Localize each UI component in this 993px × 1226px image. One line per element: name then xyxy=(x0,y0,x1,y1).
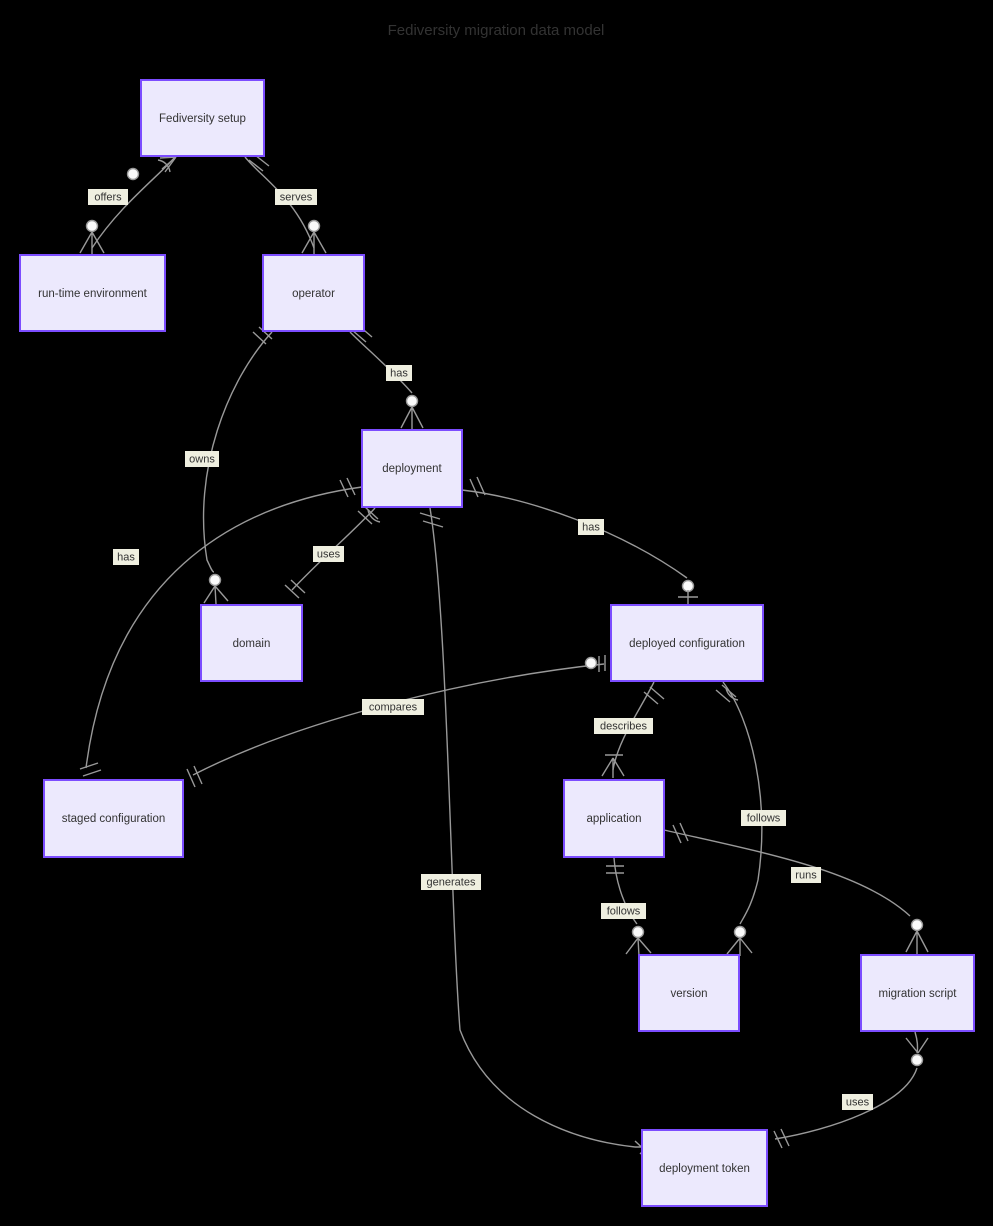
rel-label-runs: runs xyxy=(791,867,821,883)
edge-offers xyxy=(79,156,177,254)
edge-uses-migrationscript-token xyxy=(773,1031,929,1149)
rel-label-has-2: has xyxy=(113,549,139,565)
entity-domain[interactable]: domain xyxy=(200,604,303,682)
edge-runs xyxy=(663,822,929,954)
rel-label-has-1: has xyxy=(386,365,412,381)
entity-deployed-configuration[interactable]: deployed configuration xyxy=(610,604,764,682)
entity-label-version: version xyxy=(670,988,707,1000)
entity-label-application: application xyxy=(587,813,642,825)
rel-label-text-uses: uses xyxy=(317,548,341,560)
edge-has-deployment-staged xyxy=(79,477,363,777)
rel-label-text-describes: describes xyxy=(600,720,648,732)
edge-follows-application-version xyxy=(606,857,652,957)
entity-label-domain: domain xyxy=(233,638,271,650)
edge-has-deployment-deployedconfig xyxy=(461,476,698,604)
entity-deployment-token[interactable]: deployment token xyxy=(641,1129,768,1207)
rel-label-generates: generates xyxy=(421,874,481,890)
rel-label-text-serves: serves xyxy=(280,191,313,203)
entity-label-run-time-environment: run-time environment xyxy=(38,288,147,300)
entity-label-staged-configuration: staged configuration xyxy=(62,813,166,825)
entity-label-deployment-token: deployment token xyxy=(659,1163,750,1175)
entity-deployment[interactable]: deployment xyxy=(361,429,463,508)
rel-label-compares: compares xyxy=(362,699,424,715)
rel-label-offers: offers xyxy=(88,189,128,205)
edge-owns xyxy=(202,326,273,605)
rel-label-text-owns: owns xyxy=(189,453,215,465)
rel-label-has-3: has xyxy=(578,519,604,535)
entity-version[interactable]: version xyxy=(638,954,740,1032)
edge-follows-deployedconfig-version xyxy=(715,681,763,956)
entity-staged-configuration[interactable]: staged configuration xyxy=(43,779,184,858)
relationship-labels-layer: offers serves has owns has uses xyxy=(88,189,873,1110)
rel-label-follows-1: follows xyxy=(741,810,786,826)
rel-label-text-follows-1: follows xyxy=(747,812,781,824)
entity-operator[interactable]: operator xyxy=(262,254,365,332)
rel-label-text-generates: generates xyxy=(427,876,476,888)
entity-fediversity-setup[interactable]: Fediversity setup xyxy=(140,79,265,157)
entity-boxes-layer: Fediversity setup run-time environment o… xyxy=(19,79,975,1207)
rel-label-owns: owns xyxy=(185,451,219,467)
rel-label-text-has-1: has xyxy=(390,367,408,379)
entity-label-migration-script: migration script xyxy=(879,988,958,1000)
entity-label-deployment: deployment xyxy=(382,463,442,475)
rel-label-follows-2: follows xyxy=(601,903,646,919)
entity-label-deployed-configuration: deployed configuration xyxy=(629,638,745,650)
rel-label-describes: describes xyxy=(594,718,653,734)
entity-migration-script[interactable]: migration script xyxy=(860,954,975,1032)
rel-label-uses: uses xyxy=(313,546,344,562)
rel-label-uses-2: uses xyxy=(842,1094,873,1110)
rel-label-text-compares: compares xyxy=(369,701,418,713)
page-title: Fediversity migration data model xyxy=(388,22,605,39)
entity-label-fediversity-setup: Fediversity setup xyxy=(159,113,246,125)
rel-label-text-offers: offers xyxy=(94,191,122,203)
entity-label-operator: operator xyxy=(292,288,335,300)
rel-label-text-uses-2: uses xyxy=(846,1096,870,1108)
entity-run-time-environment[interactable]: run-time environment xyxy=(19,254,166,332)
rel-label-text-has-2: has xyxy=(117,551,135,563)
rel-label-text-runs: runs xyxy=(795,869,817,881)
rel-label-text-follows-2: follows xyxy=(607,905,641,917)
rel-label-serves: serves xyxy=(275,189,317,205)
rel-label-text-has-3: has xyxy=(582,521,600,533)
edge-has-operator-deployment xyxy=(349,324,424,429)
entity-application[interactable]: application xyxy=(563,779,665,858)
